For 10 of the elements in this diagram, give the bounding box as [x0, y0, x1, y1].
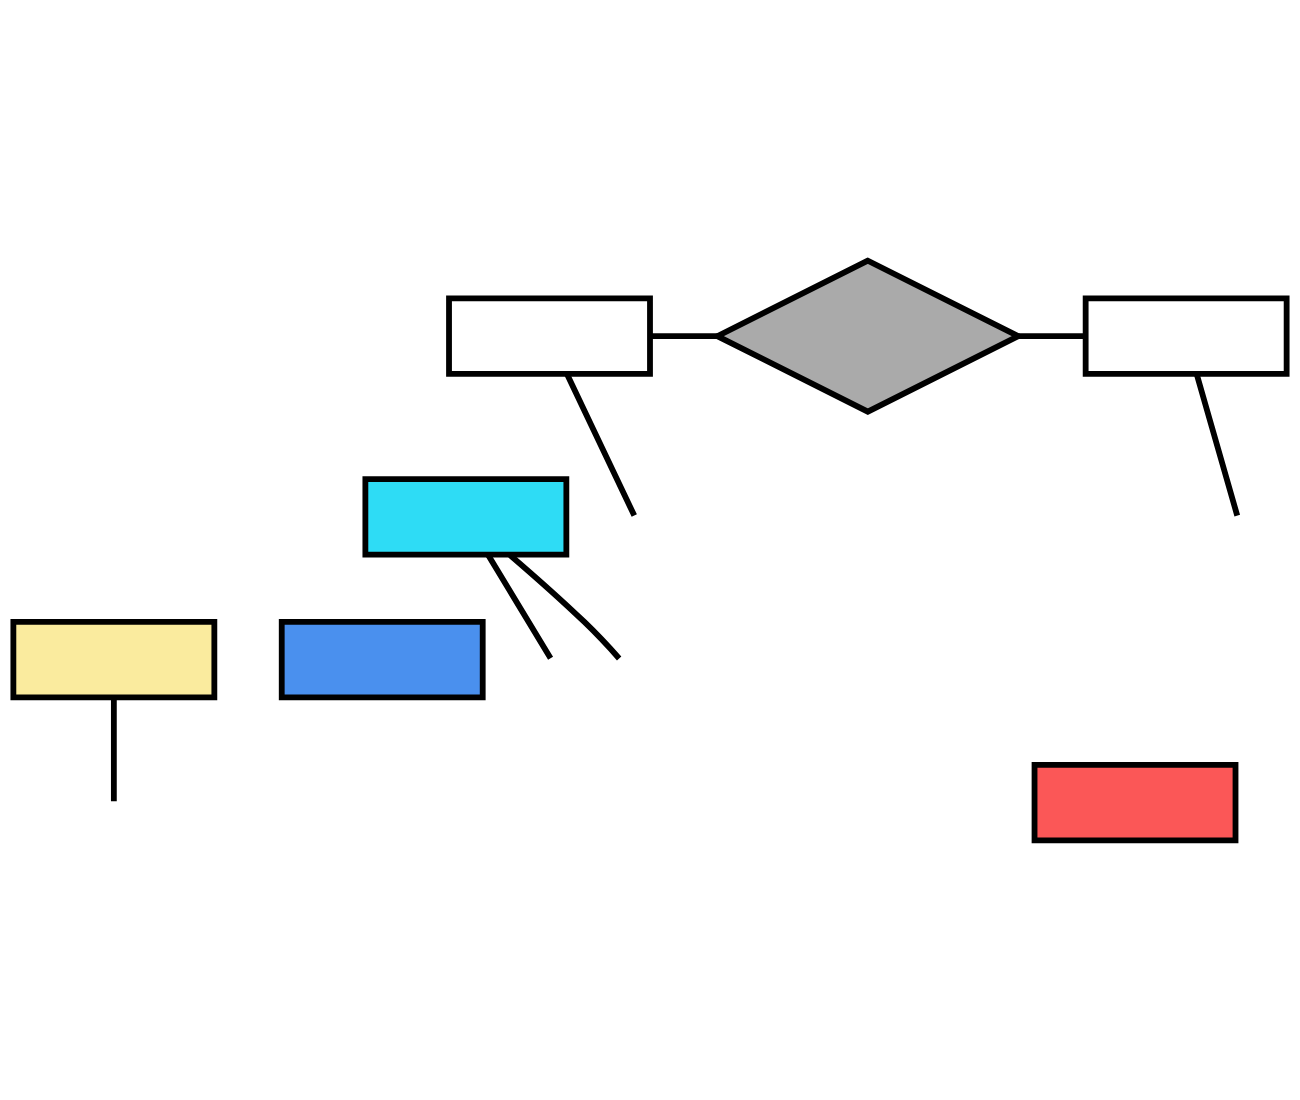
- connector: [650, 332, 718, 339]
- connector: [1193, 373, 1241, 516]
- node-box: [10, 618, 218, 700]
- node-box: [278, 618, 486, 700]
- connector: [110, 697, 117, 801]
- node-box: [1082, 295, 1290, 377]
- node-box: [446, 295, 653, 377]
- node-box: [1031, 761, 1239, 843]
- node-box: [362, 475, 570, 557]
- connector: [1018, 332, 1086, 339]
